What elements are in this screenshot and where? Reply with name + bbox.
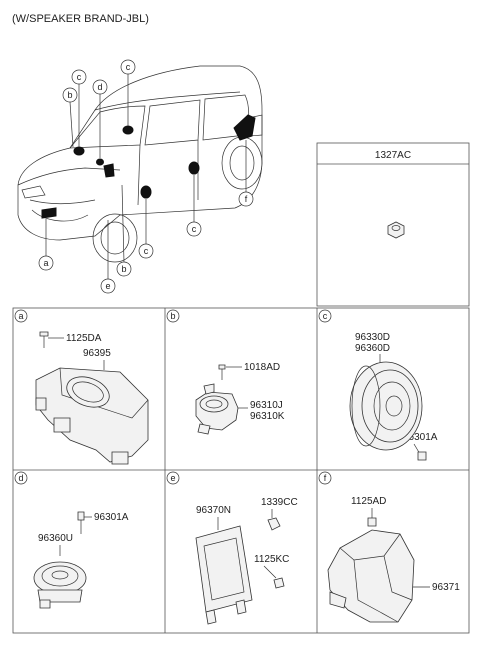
callout-c-top-right: c <box>120 59 136 75</box>
part-96395: 96395 <box>83 348 111 359</box>
part-1125DA: 1125DA <box>66 333 102 344</box>
callout-c-rear-door: c <box>186 221 202 237</box>
callout-d-top: d <box>92 79 108 95</box>
callout-b-bottom: b <box>116 261 132 277</box>
svg-text:b: b <box>170 311 175 321</box>
amp-module-icon <box>195 517 285 625</box>
speaker-marker-c-front <box>140 185 152 199</box>
speaker-marker-c-rear <box>188 161 200 175</box>
svg-text:a: a <box>18 311 23 321</box>
callout-a: a <box>38 255 54 271</box>
callout-f: f <box>238 191 254 207</box>
nut-icon <box>387 221 405 239</box>
speaker-marker-b <box>73 146 85 156</box>
part-1339CC: 1339CC <box>261 497 298 508</box>
panel-a: 1125DA 96395 <box>35 331 149 465</box>
part-1125AD: 1125AD <box>351 496 386 507</box>
callout-b-top: b <box>62 87 78 103</box>
panel-d: 96301A 96360U <box>33 511 129 609</box>
svg-text:d: d <box>18 473 23 483</box>
svg-text:c: c <box>192 224 197 234</box>
panel-d-letter: d <box>14 471 28 485</box>
panel-f-letter: f <box>318 471 332 485</box>
panel-a-letter: a <box>14 309 28 323</box>
svg-text:e: e <box>170 473 175 483</box>
speaker-marker-c-top <box>122 125 134 135</box>
part-96330D: 96330D <box>355 332 390 343</box>
part-96301A-c: 96301A <box>403 432 438 443</box>
car-speaker-markers <box>41 114 256 219</box>
svg-text:a: a <box>43 258 48 268</box>
tweeter-icon <box>195 364 239 435</box>
part-96301A-d: 96301A <box>94 512 129 523</box>
panel-b-letter: b <box>166 309 180 323</box>
part-1125KC: 1125KC <box>254 554 289 565</box>
speaker-marker-a <box>41 207 57 219</box>
svg-text:b: b <box>67 90 72 100</box>
callout-e: e <box>100 278 116 294</box>
car-outline-icon <box>17 65 263 263</box>
panel-e: 96370N 1339CC 1125KC <box>195 497 298 625</box>
panel-e-letter: e <box>166 471 180 485</box>
speaker-marker-f <box>233 114 256 141</box>
callout-c-top-left: c <box>71 69 87 85</box>
door-speaker-icon <box>349 361 427 461</box>
part-96370N: 96370N <box>196 505 231 516</box>
callout-c-front-door: c <box>138 243 154 259</box>
nut-panel: 1327AC <box>316 142 470 307</box>
part-96310J: 96310J <box>250 400 283 411</box>
svg-text:c: c <box>323 311 328 321</box>
svg-text:d: d <box>97 82 102 92</box>
parts-grid <box>12 307 470 634</box>
nut-part-number: 1327AC <box>375 150 411 161</box>
svg-text:c: c <box>77 72 82 82</box>
part-1018AD: 1018AD <box>244 362 280 373</box>
center-speaker-icon <box>33 511 87 609</box>
svg-text:c: c <box>126 62 131 72</box>
panel-f: 1125AD 96371 <box>327 496 460 623</box>
part-96360D: 96360D <box>355 343 390 354</box>
svg-text:c: c <box>144 246 149 256</box>
svg-text:e: e <box>105 281 110 291</box>
part-96360U: 96360U <box>38 533 73 544</box>
speaker-marker-d <box>96 158 104 166</box>
amplifier-icon <box>35 331 149 465</box>
panel-c-letter: c <box>318 309 332 323</box>
part-96310K: 96310K <box>250 411 285 422</box>
speaker-marker-d2 <box>103 163 115 178</box>
svg-text:f: f <box>245 194 248 204</box>
part-96371: 96371 <box>432 582 460 593</box>
panel-b: 1018AD 96310J 96310K <box>195 362 285 435</box>
panel-c: 96330D 96360D 96301A <box>349 332 438 461</box>
svg-text:f: f <box>324 473 327 483</box>
subwoofer-icon <box>327 517 415 623</box>
svg-text:b: b <box>121 264 126 274</box>
diagram-title: (W/SPEAKER BRAND-JBL) <box>12 13 149 25</box>
